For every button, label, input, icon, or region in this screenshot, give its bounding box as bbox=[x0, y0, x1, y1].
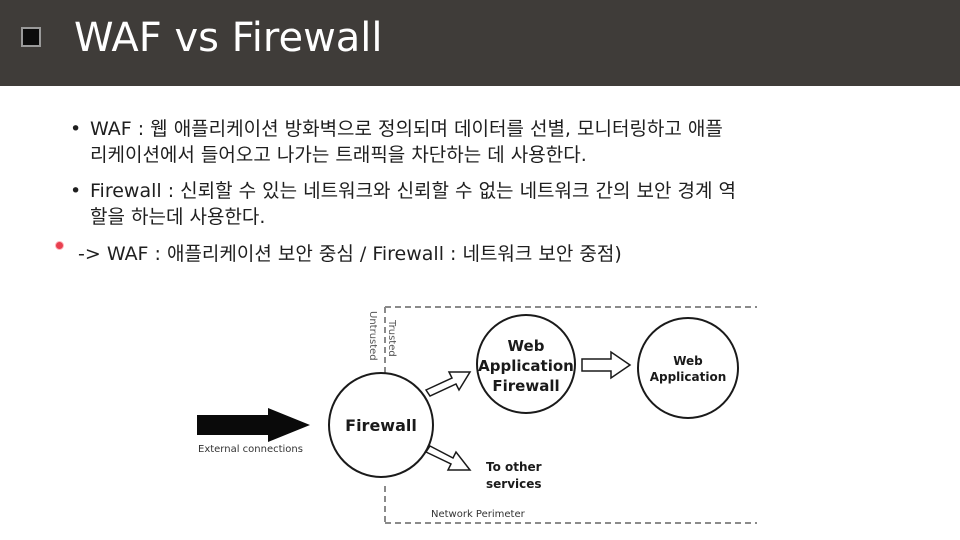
arrow-to-waf-icon bbox=[424, 371, 472, 397]
waf-node-label-2: Application bbox=[478, 357, 574, 375]
bullet-firewall-line2: 할을 하는데 사용한다. bbox=[90, 206, 266, 228]
bullet-dot-icon: • bbox=[70, 180, 82, 202]
trusted-label: Trusted bbox=[386, 319, 397, 357]
bullet-waf-separator: : bbox=[131, 118, 151, 140]
bullet-waf-line1: WAF : 웹 애플리케이션 방화벽으로 정의되며 데이터를 선별, 모니터링하… bbox=[90, 116, 930, 142]
other-services-label-2: services bbox=[486, 477, 542, 491]
bullet-list: • WAF : 웹 애플리케이션 방화벽으로 정의되며 데이터를 선별, 모니터… bbox=[70, 116, 930, 240]
external-arrow-icon bbox=[197, 408, 310, 442]
title-bar: WAF vs Firewall bbox=[0, 0, 960, 86]
summary-note: -> WAF : 애플리케이션 보안 중심 / Firewall : 네트워크 … bbox=[78, 243, 622, 265]
network-perimeter-label: Network Perimeter bbox=[431, 509, 526, 520]
other-services-label-1: To other bbox=[486, 460, 542, 474]
untrusted-label: Untrusted bbox=[367, 311, 378, 361]
bullet-waf-text1: 웹 애플리케이션 방화벽으로 정의되며 데이터를 선별, 모니터링하고 애플 bbox=[150, 118, 723, 140]
arrow-to-webapp-icon bbox=[581, 350, 632, 380]
webapp-node-label-1: Web bbox=[673, 354, 703, 368]
bullet-firewall: • Firewall : 신뢰할 수 있는 네트워크와 신뢰할 수 없는 네트워… bbox=[70, 178, 930, 230]
waf-node-label-1: Web bbox=[508, 337, 545, 355]
external-connections-label: External connections bbox=[198, 444, 303, 455]
bullet-firewall-text1: 신뢰할 수 있는 네트워크와 신뢰할 수 없는 네트워크 간의 보안 경계 역 bbox=[180, 180, 737, 202]
slide-title: WAF vs Firewall bbox=[74, 15, 383, 61]
annotation-dot-icon bbox=[55, 241, 64, 250]
waf-node-label-3: Firewall bbox=[492, 377, 559, 395]
firewall-node-label: Firewall bbox=[345, 416, 417, 435]
bullet-firewall-separator: : bbox=[161, 180, 181, 202]
bullet-firewall-term: Firewall bbox=[90, 180, 162, 202]
webapp-node-label-2: Application bbox=[650, 370, 727, 384]
bullet-waf-term: WAF bbox=[90, 118, 132, 140]
waf-node bbox=[476, 314, 576, 414]
bullet-firewall-line1: Firewall : 신뢰할 수 있는 네트워크와 신뢰할 수 없는 네트워크 … bbox=[90, 178, 930, 204]
bullet-waf-line2: 리케이션에서 들어오고 나가는 트래픽을 차단하는 데 사용한다. bbox=[90, 144, 587, 166]
bullet-dot-icon: • bbox=[70, 118, 82, 140]
title-square-icon bbox=[21, 27, 41, 47]
arrow-to-services-icon bbox=[424, 445, 472, 471]
bullet-waf: • WAF : 웹 애플리케이션 방화벽으로 정의되며 데이터를 선별, 모니터… bbox=[70, 116, 930, 168]
webapp-node bbox=[637, 317, 739, 419]
firewall-node bbox=[328, 372, 434, 478]
